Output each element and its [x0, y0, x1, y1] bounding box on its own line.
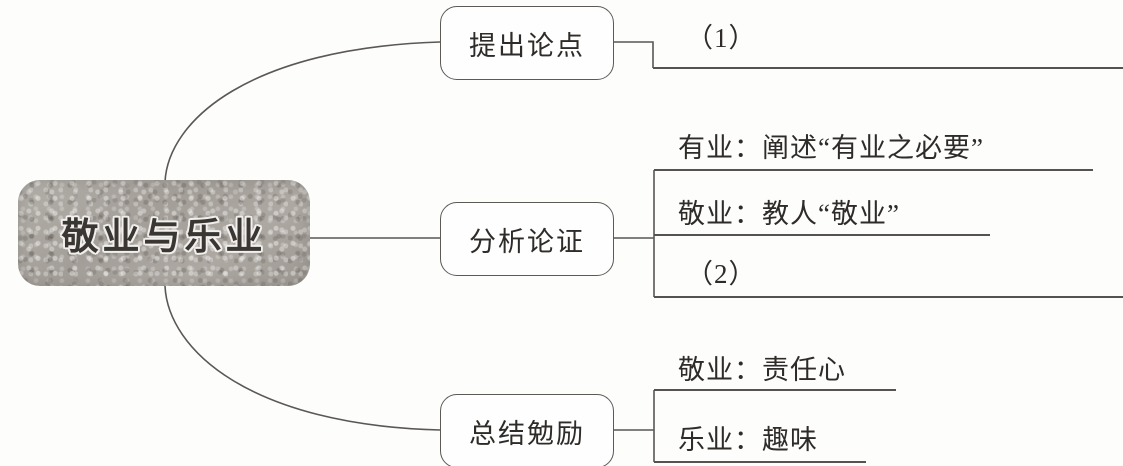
leaf-2-1-text: 有业：阐述“有业之必要” — [678, 133, 984, 163]
leaf-3-2-text: 乐业：趣味 — [678, 425, 818, 455]
branch-node-1[interactable]: 提出论点 — [440, 6, 614, 80]
branch-node-2[interactable]: 分析论证 — [440, 202, 614, 276]
leaf-2-2-text: 敬业：教人“敬业” — [678, 199, 900, 229]
root-node-label: 敬业与乐业 — [61, 217, 267, 258]
leaf-2-3-blank[interactable]: （2） — [686, 259, 757, 289]
connector-root-to-branch-3 — [164, 285, 441, 431]
root-node[interactable]: 敬业与乐业 — [18, 180, 310, 286]
connector-branch-1-step — [612, 41, 654, 68]
branch-node-3-label: 总结勉励 — [469, 418, 585, 449]
leaf-3-1-text: 敬业：责任心 — [678, 355, 846, 385]
branch-node-2-label: 分析论证 — [469, 226, 585, 257]
branch-node-1-label: 提出论点 — [469, 30, 585, 61]
branch-node-3[interactable]: 总结勉励 — [440, 394, 614, 466]
connector-root-to-branch-1 — [164, 41, 441, 183]
leaf-1-1-blank[interactable]: （1） — [686, 23, 757, 53]
